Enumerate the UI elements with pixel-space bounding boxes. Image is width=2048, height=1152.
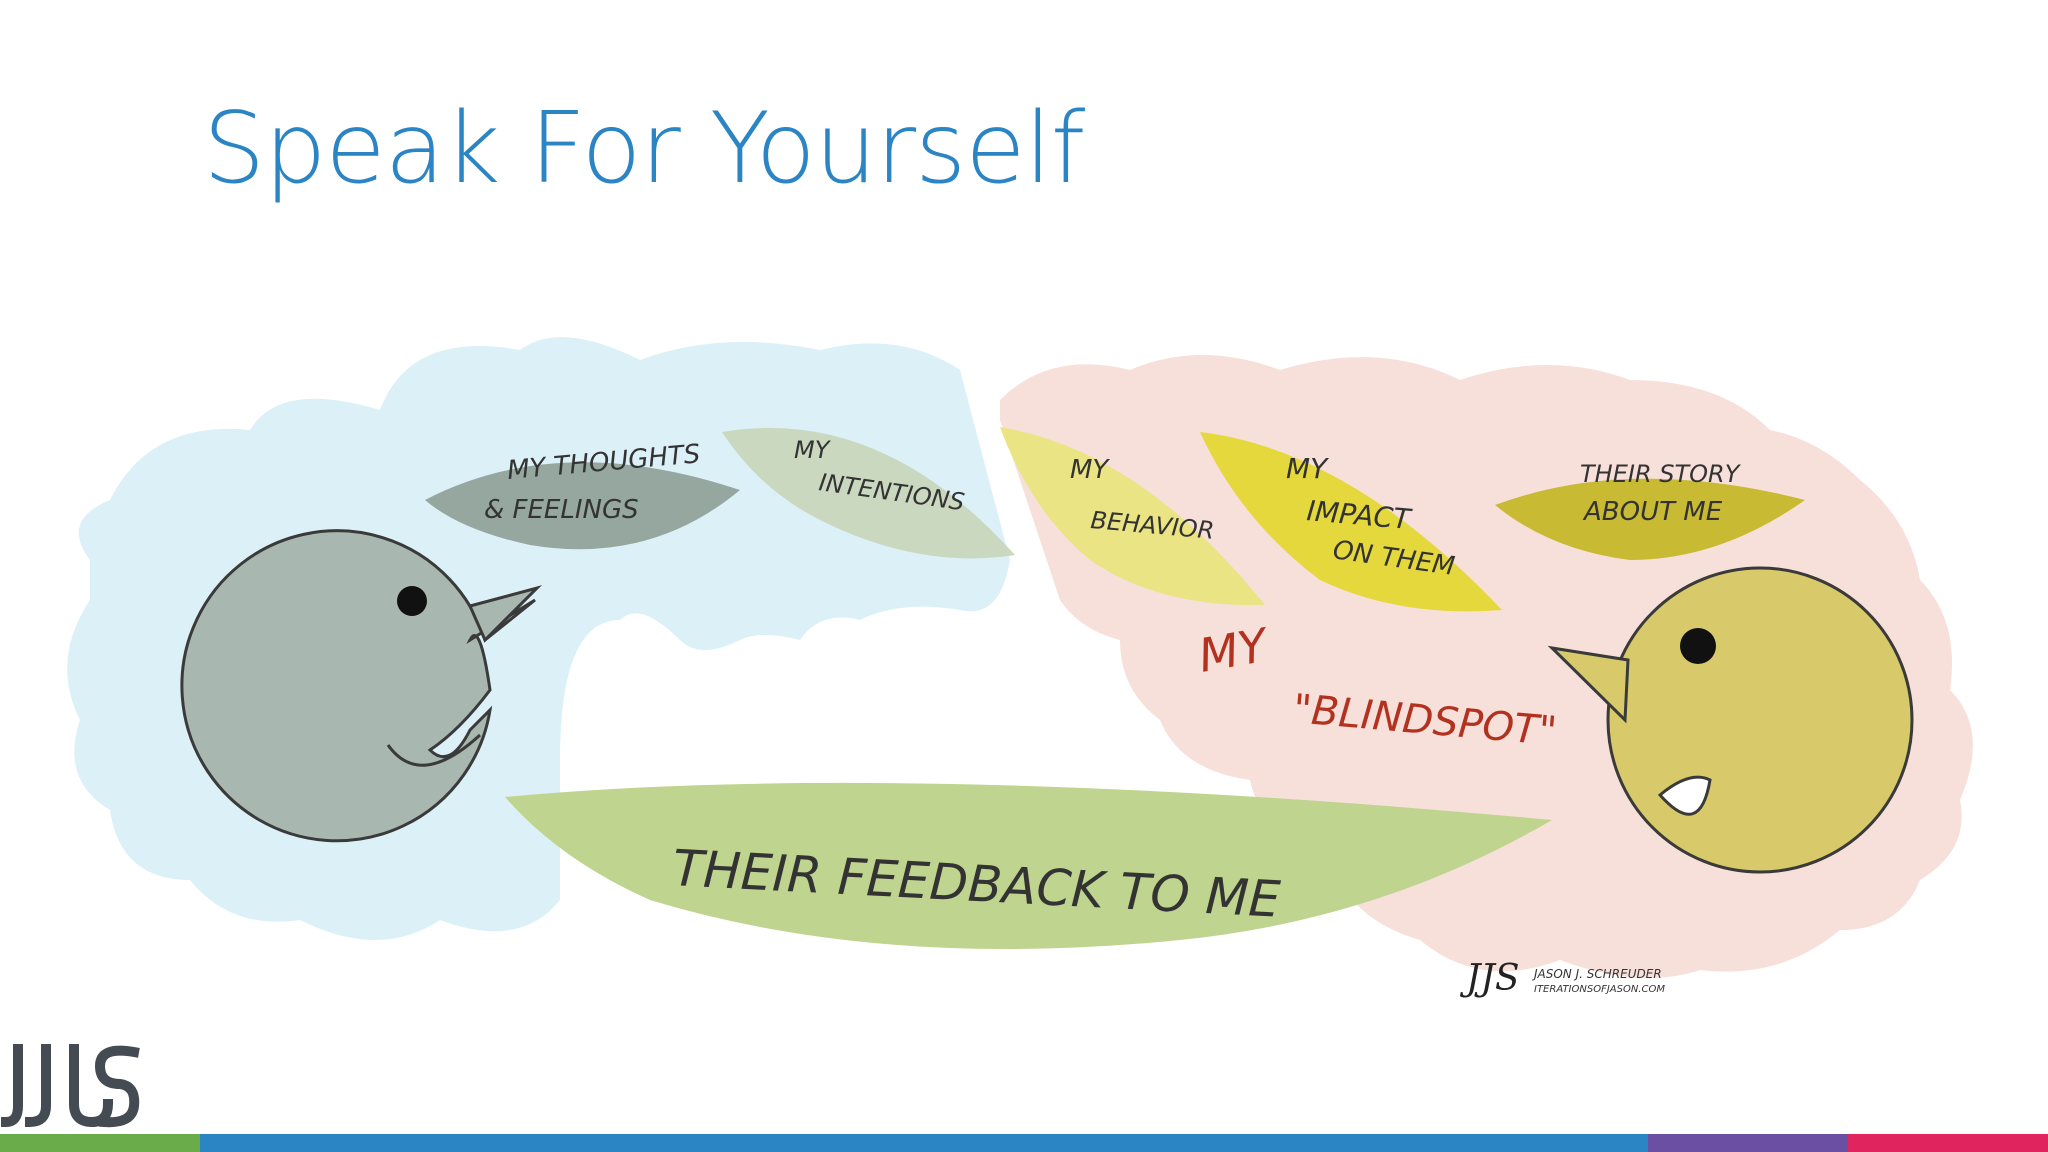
slide-title: Speak For Yourself bbox=[203, 92, 1085, 206]
footer-segment-green bbox=[0, 1134, 200, 1152]
leaf-story-label-2: ABOUT ME bbox=[1582, 497, 1723, 527]
leaf-intentions bbox=[722, 427, 1015, 559]
leaf-behavior bbox=[1000, 427, 1265, 606]
right-head bbox=[1606, 566, 1914, 874]
leaf-behavior-label-1: MY bbox=[1070, 455, 1110, 485]
right-beak bbox=[1547, 645, 1630, 724]
right-mouth bbox=[1657, 775, 1712, 816]
footer-segment-purple bbox=[1648, 1134, 1848, 1152]
signature-mark: JJS bbox=[1459, 958, 1520, 999]
leaf-impact-label-1: MY bbox=[1286, 452, 1329, 485]
jjs-logo bbox=[0, 1044, 140, 1128]
left-eye bbox=[397, 586, 427, 616]
leaf-story-label-1: THEIR STORY bbox=[1580, 460, 1742, 488]
left-beak bbox=[467, 585, 543, 643]
leaf-thoughts-feelings bbox=[425, 462, 740, 550]
left-mouth bbox=[386, 733, 482, 767]
leaf-their-story bbox=[1495, 478, 1805, 560]
right-eye bbox=[1680, 628, 1716, 664]
signature-site: ITERATIONSOFJASON.COM bbox=[1534, 984, 1665, 995]
footer-segment-pink bbox=[1848, 1134, 2048, 1152]
leaf-impact bbox=[1200, 432, 1502, 612]
signature-name: JASON J. SCHREUDER bbox=[1532, 967, 1662, 981]
footer-segment-blue bbox=[200, 1134, 1648, 1152]
leaf-intentions-label-1: MY bbox=[794, 436, 832, 464]
blindspot-label-1: MY bbox=[1195, 617, 1275, 683]
leaf-feedback bbox=[505, 782, 1552, 949]
leaf-thoughts-label-2: & FEELINGS bbox=[484, 495, 639, 525]
left-head bbox=[180, 529, 536, 843]
footer-color-bar bbox=[0, 1134, 2048, 1152]
